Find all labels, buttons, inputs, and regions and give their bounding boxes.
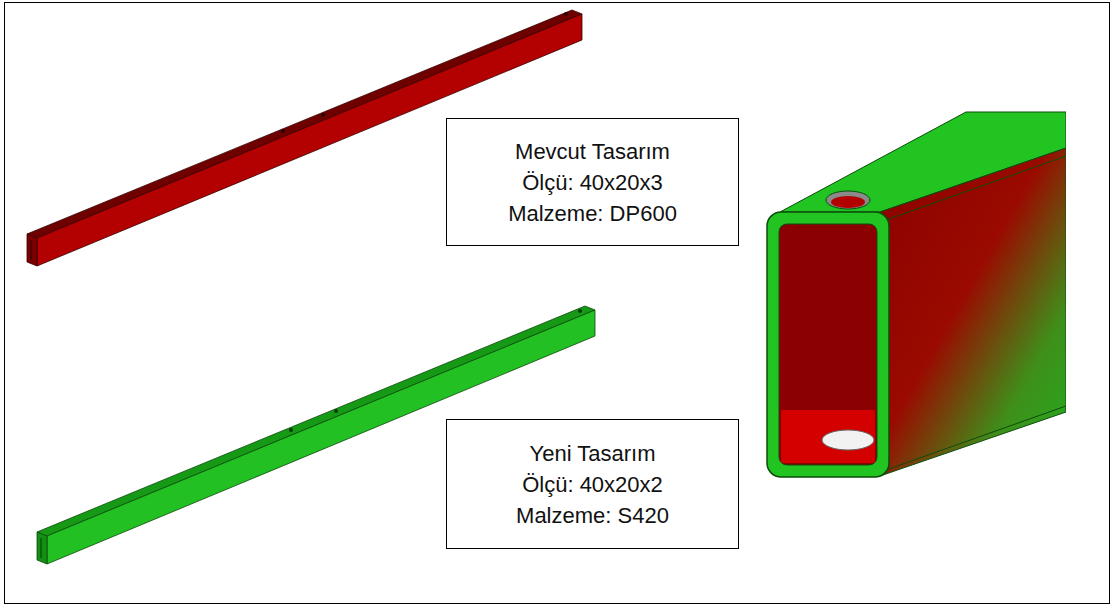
tube-side-face <box>880 148 1066 476</box>
tube-front-rim <box>767 212 889 477</box>
beam-end-face <box>27 234 37 266</box>
top-hole-inner <box>831 196 865 208</box>
tube-inner-floor <box>781 410 875 463</box>
bottom-hole <box>822 430 874 450</box>
box-heading: Mevcut Tasarım <box>515 136 670 167</box>
tube-edge-line <box>886 406 1066 470</box>
beam-hole <box>289 428 293 432</box>
beam-hole <box>334 409 338 413</box>
tube-edge-line <box>886 156 1066 220</box>
top-hole <box>826 191 870 209</box>
beam-end-hollow <box>31 240 32 260</box>
box-heading: Yeni Tasarım <box>530 438 656 469</box>
beam-hole <box>578 309 582 313</box>
tube-closeup <box>767 112 1066 477</box>
frame-border <box>5 3 1110 604</box>
spec-line: Malzeme: DP600 <box>508 198 677 229</box>
tube-hollow <box>779 224 877 465</box>
spec-box: Mevcut TasarımÖlçü: 40x20x3Malzeme: DP60… <box>446 118 739 246</box>
spec-line: Ölçü: 40x20x3 <box>522 167 663 198</box>
beam-hole <box>321 113 325 117</box>
beam-hole <box>564 12 568 16</box>
spec-box: Yeni TasarımÖlçü: 40x20x2Malzeme: S420 <box>446 419 739 549</box>
spec-line: Malzeme: S420 <box>516 500 669 531</box>
beam-end-face <box>37 532 47 564</box>
spec-line: Ölçü: 40x20x2 <box>522 469 663 500</box>
beam-hole <box>281 129 285 133</box>
beam-end-hollow <box>41 538 42 558</box>
